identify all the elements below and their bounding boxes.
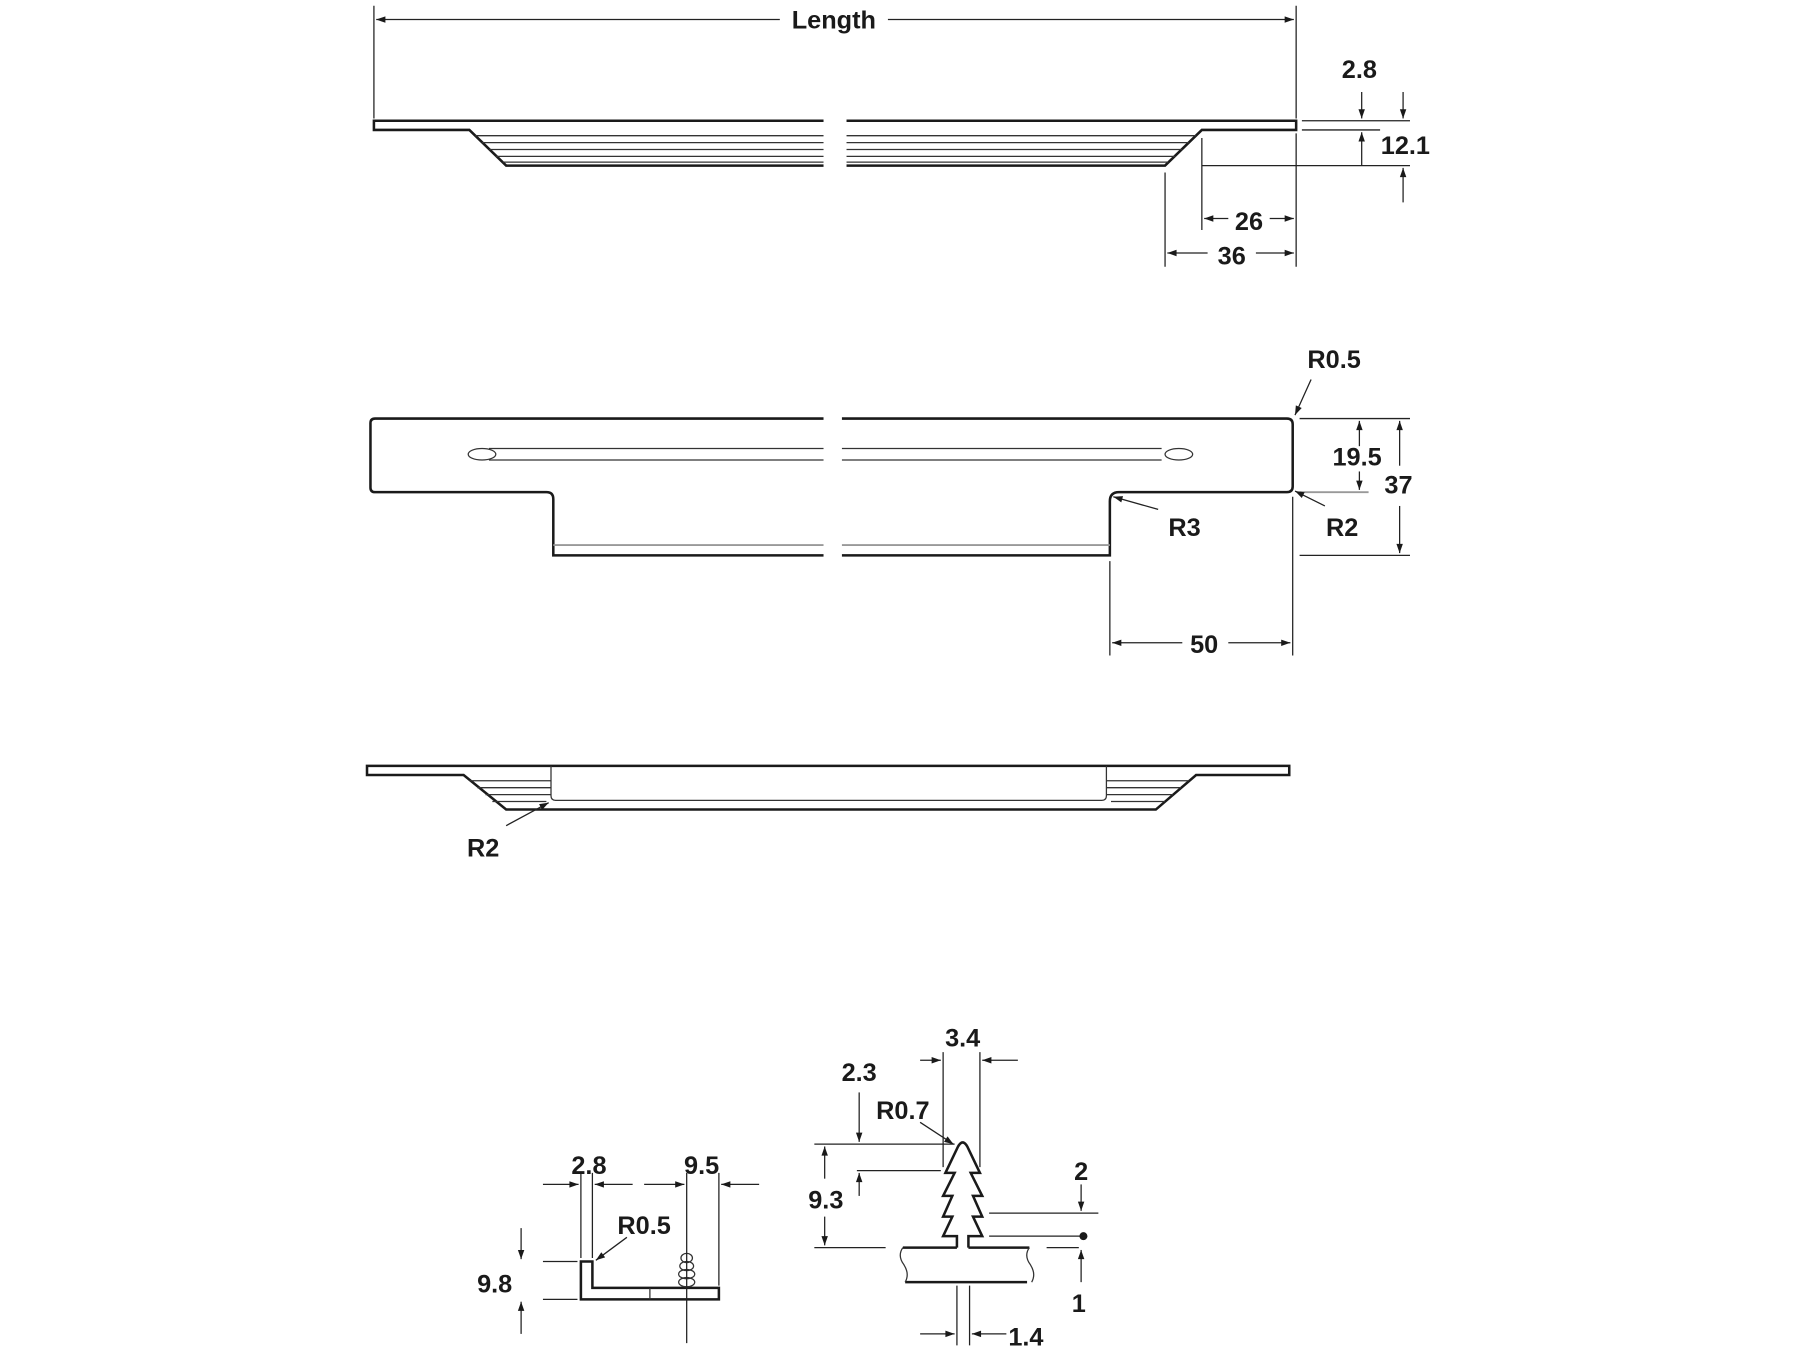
radius-label: R2 bbox=[467, 835, 499, 863]
rib-lines bbox=[469, 780, 1190, 803]
height-label: 9.8 bbox=[477, 1271, 512, 1299]
height-label: 12.1 bbox=[1381, 132, 1430, 160]
front-view: R0.5 19.5 37 R3 R2 50 bbox=[369, 346, 1413, 659]
base-label: 1 bbox=[1072, 1290, 1086, 1318]
thickness-label: 2.8 bbox=[1342, 56, 1377, 84]
stem-label: 1.4 bbox=[1008, 1323, 1043, 1350]
width-label: 9.5 bbox=[684, 1152, 719, 1180]
total-height-label: 37 bbox=[1384, 471, 1412, 499]
length-dimension bbox=[373, 5, 1297, 119]
end-width-label: 50 bbox=[1190, 631, 1218, 659]
length-label: Length bbox=[792, 7, 876, 35]
thickness-label: 2.8 bbox=[571, 1152, 606, 1180]
angle-profile-detail: 2.8 9.5 R0.5 9.8 bbox=[477, 1152, 760, 1344]
inner-radius-label: R3 bbox=[1168, 514, 1200, 542]
corner-radius-label: R0.5 bbox=[1307, 346, 1360, 374]
inner-width-label: 26 bbox=[1235, 208, 1263, 236]
screw-slot bbox=[467, 447, 1194, 461]
outer-radius-label: R2 bbox=[1326, 514, 1358, 542]
height-dimensions bbox=[1201, 91, 1410, 203]
height-label: 9.3 bbox=[808, 1187, 843, 1215]
fir-tree-detail: 3.4 2.3 R0.7 9.3 2 1 1.4 bbox=[808, 1024, 1099, 1350]
width-dimensions bbox=[1164, 133, 1297, 267]
outer-width-label: 36 bbox=[1218, 242, 1246, 270]
rib-lines bbox=[475, 135, 1197, 163]
bottom-view: R2 bbox=[365, 764, 1291, 863]
tip-label: 2.3 bbox=[842, 1059, 877, 1087]
radius-label: R0.7 bbox=[876, 1097, 929, 1125]
width-label: 3.4 bbox=[945, 1024, 980, 1052]
upper-height-label: 19.5 bbox=[1332, 444, 1381, 472]
front-dimensions bbox=[1109, 379, 1410, 656]
radius-label: R0.5 bbox=[617, 1212, 670, 1240]
top-view: Length 2.8 12.1 26 36 bbox=[372, 5, 1430, 270]
gap-label: 2 bbox=[1074, 1158, 1088, 1186]
